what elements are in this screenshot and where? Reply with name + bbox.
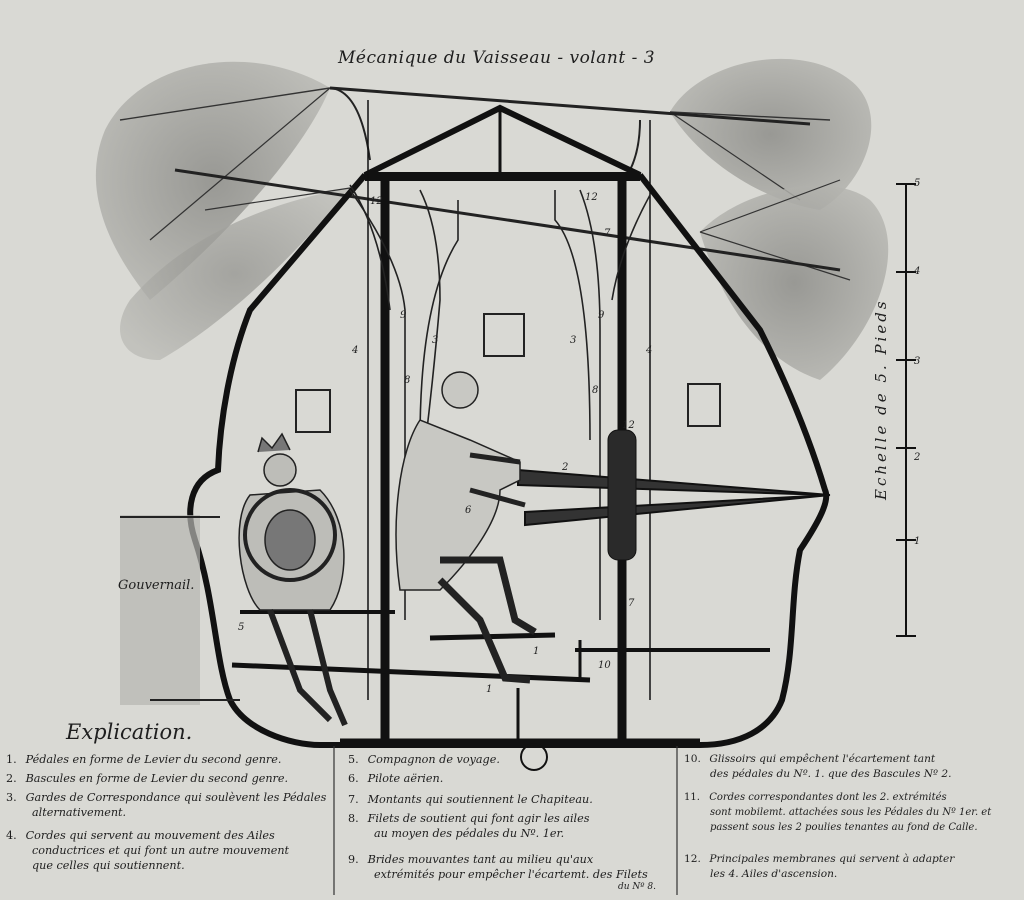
figure-number: 1 <box>533 646 540 657</box>
figure-number: 3 <box>432 335 439 346</box>
figure-number: 8 <box>592 385 599 396</box>
item-number: 4. <box>6 829 17 842</box>
support-nets <box>349 184 651 620</box>
plate-title: Mécanique du Vaisseau - volant - 3 <box>338 48 656 68</box>
explanation-item: 3. Gardes de Correspondance qui soulèven… <box>6 790 331 820</box>
figure-number: 9 <box>400 310 407 321</box>
item-number: 7. <box>348 793 359 806</box>
item-text: conductrices et qui font un autre mouvem… <box>32 844 290 857</box>
figure-number: 10 <box>598 660 611 671</box>
item-number: 6. <box>348 772 359 785</box>
explanation-item: 1. Pédales en forme de Levier du second … <box>6 752 331 767</box>
item-number: 10. <box>684 753 701 765</box>
explanation-dividers <box>333 746 678 895</box>
scale-label: Echelle de 5. Pieds <box>872 298 890 500</box>
item-number: 12. <box>684 853 701 865</box>
item-text: Pédales en forme de Levier du second gen… <box>25 753 282 766</box>
hull-windows <box>295 313 721 433</box>
explanation-item: 5. Compagnon de voyage. <box>348 752 673 767</box>
figure-number: 9 <box>598 310 605 321</box>
rudder-gouvernail <box>120 515 240 705</box>
explanation-item: 4. Cordes qui servent au mouvement des A… <box>6 828 331 873</box>
vessel-hull <box>187 173 830 748</box>
item-text: Filets de soutient qui font agir les ail… <box>367 812 590 825</box>
item-text: Brides mouvantes tant au milieu qu'aux <box>367 853 594 866</box>
item-text: extrémités pour empêcher l'écartemt. des… <box>374 868 648 881</box>
explanation-item: 7. Montants qui soutiennent le Chapiteau… <box>348 792 673 807</box>
item-text: Compagnon de voyage. <box>367 753 500 766</box>
item-text: Bascules en forme de Levier du second ge… <box>25 772 289 785</box>
figure-number: 2 <box>562 462 569 473</box>
companion-figure <box>238 432 348 727</box>
item-number: 1. <box>6 753 17 766</box>
explanation-item: 9. Brides mouvantes tant au milieu qu'au… <box>348 852 673 893</box>
item-text: au moyen des pédales du Nº. 1er. <box>374 827 565 840</box>
wing-upper-left <box>95 61 331 300</box>
scale-bar <box>896 183 916 637</box>
scale-tick: 1 <box>914 536 921 547</box>
chapiteau-roof <box>363 104 642 181</box>
item-number: 5. <box>348 753 359 766</box>
figure-number: 8 <box>404 375 411 386</box>
item-text: que celles qui soutiennent. <box>32 859 185 872</box>
pilot-figure <box>395 371 537 684</box>
scale-tick: 5 <box>914 178 921 189</box>
item-text: alternativement. <box>32 806 127 819</box>
figure-number: 5 <box>238 622 245 633</box>
item-number: 9. <box>348 853 359 866</box>
item-text: passent sous les 2 poulies tenantes au f… <box>710 822 978 833</box>
figure-number: 6 <box>465 505 472 516</box>
rudder-label: Gouvernail. <box>118 578 195 593</box>
item-text: Cordes qui servent au mouvement des Aile… <box>25 829 275 842</box>
scale-tick: 3 <box>914 356 921 367</box>
scale-tick: 2 <box>914 452 921 463</box>
item-text: sont mobilemt. attachées sous les Pédale… <box>710 807 992 818</box>
wing-upper-right <box>669 58 872 210</box>
item-text: des pédales du Nº. 1. que des Bascules N… <box>710 768 952 780</box>
item-text: Montants qui soutiennent le Chapiteau. <box>367 793 593 806</box>
figure-number: 1 <box>486 684 493 695</box>
scale-tick: 4 <box>914 266 921 277</box>
item-text: du Nº 8. <box>618 882 656 892</box>
explanation-item: 8. Filets de soutient qui font agir les … <box>348 811 673 841</box>
explanation-item: 2. Bascules en forme de Levier du second… <box>6 771 331 786</box>
item-text: Gardes de Correspondance qui soulèvent l… <box>25 791 327 804</box>
figure-number: 4 <box>352 345 359 356</box>
explanation-item: 12. Principales membranes qui servent à … <box>684 852 1022 882</box>
item-text: Principales membranes qui servent à adap… <box>709 853 955 865</box>
item-text: les 4. Ailes d'ascension. <box>710 868 838 880</box>
figure-number: 12 <box>585 192 598 203</box>
item-number: 2. <box>6 772 17 785</box>
figure-number: 4 <box>646 345 653 356</box>
item-text: Glissoirs qui empêchent l'écartement tan… <box>709 753 936 765</box>
explanation-item: 10. Glissoirs qui empêchent l'écartement… <box>684 752 1022 782</box>
explanation-heading: Explication. <box>66 720 193 744</box>
item-number: 11. <box>684 792 700 803</box>
uprights-montants <box>367 100 651 742</box>
explanation-item: 6. Pilote aërien. <box>348 771 673 786</box>
figure-number: 3 <box>570 335 577 346</box>
item-text: Pilote aërien. <box>367 772 444 785</box>
item-text: Cordes correspondantes dont les 2. extré… <box>709 792 947 803</box>
figure-number: 7 <box>604 228 611 239</box>
item-number: 3. <box>6 791 17 804</box>
item-number: 8. <box>348 812 359 825</box>
wing-lower-right <box>699 179 889 380</box>
figure-number: 12 <box>622 420 635 431</box>
figure-number: 12 <box>370 196 383 207</box>
figure-number: 7 <box>628 598 635 609</box>
explanation-item: 11. Cordes correspondantes dont les 2. e… <box>684 790 1022 835</box>
control-levers <box>517 429 831 561</box>
